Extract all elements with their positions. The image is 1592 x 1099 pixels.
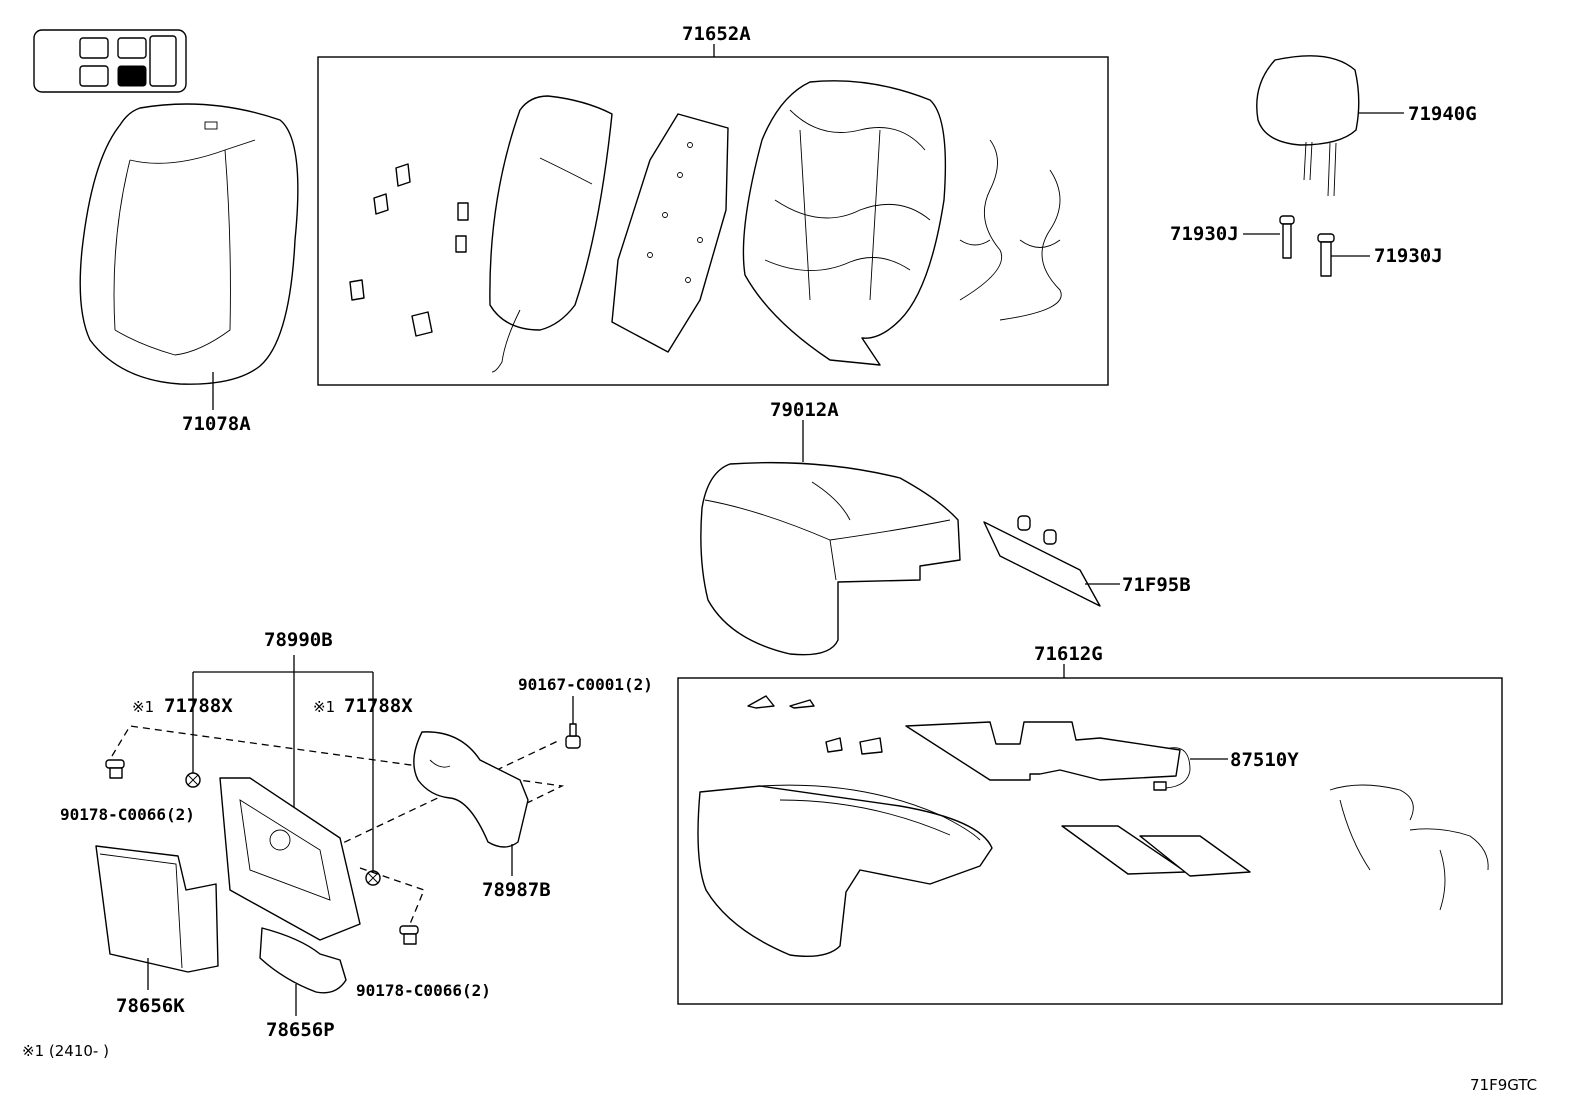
heater-connector-drawing <box>1153 781 1167 791</box>
seat-cushion-frame-drawing <box>697 784 993 958</box>
seat-heater-mat-drawing <box>905 721 1181 781</box>
headrest-guide-b-drawing <box>1317 233 1335 277</box>
label-71f95b: 71F95B <box>1122 574 1191 596</box>
label-71652a: 71652A <box>682 23 751 45</box>
label-78656p: 78656P <box>266 1019 335 1041</box>
group-box-71652a <box>317 56 1109 386</box>
seatback-harness-drawing <box>959 139 1062 321</box>
label-71940g: 71940G <box>1408 103 1477 125</box>
label-90178-a: 90178-C0066(2) <box>60 805 195 824</box>
headrest-guide-a-drawing <box>1279 215 1295 259</box>
label-78990b: 78990B <box>264 629 333 651</box>
footnote: ※1 (2410- ) <box>22 1042 109 1060</box>
seat-cushion-clips-drawing <box>747 695 883 755</box>
nut-b-drawing <box>365 870 381 886</box>
seat-cushion-pads-drawing <box>1061 825 1251 877</box>
group-box-71612g <box>677 677 1503 1005</box>
cover-78656k-drawing <box>95 845 219 973</box>
clip-90178-a-drawing <box>105 759 125 779</box>
diagram-code: 71F9GTC <box>1470 1076 1537 1094</box>
screw-90167-drawing <box>565 723 581 749</box>
seat-position-icon <box>33 29 187 93</box>
bracket-78990b-drawing <box>219 777 361 941</box>
seat-bracket-drawing <box>983 515 1101 607</box>
cover-78656p-drawing <box>259 927 347 994</box>
note-mark-b: ※1 <box>313 698 335 716</box>
label-78656k: 78656K <box>116 995 185 1017</box>
seatback-panel-drawing <box>611 113 729 353</box>
label-71930j-a: 71930J <box>1170 223 1239 245</box>
seat-cushion-harness-drawing <box>1329 784 1489 911</box>
dashed-line-upper <box>111 725 565 805</box>
nut-a-drawing <box>185 772 201 788</box>
label-87510y: 87510Y <box>1230 749 1299 771</box>
headrest-drawing <box>1256 55 1360 197</box>
seatback-frame-drawing <box>742 80 947 366</box>
note-mark-a: ※1 <box>132 698 154 716</box>
label-90167: 90167-C0001(2) <box>518 675 653 694</box>
clip-parts-drawing <box>349 163 469 337</box>
seatback-cover-drawing <box>79 103 299 385</box>
label-71078a: 71078A <box>182 413 251 435</box>
label-90178-b: 90178-C0066(2) <box>356 981 491 1000</box>
label-71788x-a: 71788X <box>164 695 233 717</box>
heater-wire-drawing <box>1165 747 1191 789</box>
seatback-pad-drawing <box>489 95 613 373</box>
cover-78987b-drawing <box>413 731 529 848</box>
label-71612g: 71612G <box>1034 643 1103 665</box>
label-71788x-b: 71788X <box>344 695 413 717</box>
label-71930j-b: 71930J <box>1374 245 1443 267</box>
clip-90178-b-drawing <box>399 925 419 945</box>
seat-cushion-cover-drawing <box>700 461 961 656</box>
label-79012a: 79012A <box>770 399 839 421</box>
label-78987b: 78987B <box>482 879 551 901</box>
